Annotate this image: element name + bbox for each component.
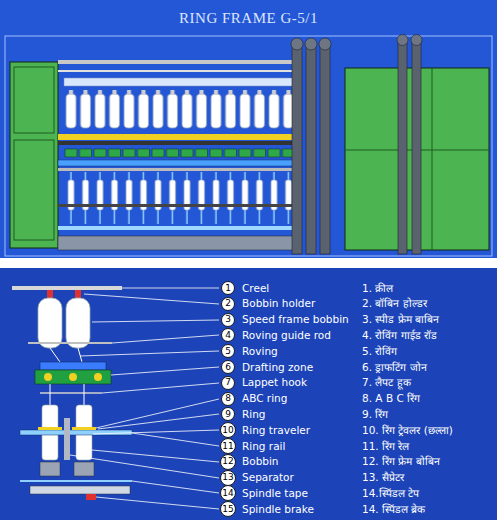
callout-number: 3	[225, 315, 231, 324]
part-name: Ring rail	[242, 440, 285, 453]
part-name-hindi: 9. रिंग	[362, 408, 388, 421]
circle-shape	[221, 439, 236, 454]
frame-outline	[5, 36, 492, 256]
part-name: Roving guide rod	[242, 329, 331, 342]
callout-circle: 3	[221, 313, 235, 327]
part-name-hindi: 14. स्पिंडल ब्रेक	[362, 503, 425, 516]
circle-shape	[221, 486, 236, 501]
part-name: Creel	[242, 282, 269, 295]
callout-circle: 9	[221, 407, 235, 421]
part-name-hindi: 13. सैप्रेटर	[362, 471, 404, 484]
part-name: Separator	[242, 471, 294, 484]
callout-number: 8	[225, 394, 231, 403]
callout-circle: 1	[221, 281, 235, 295]
circle-shape	[222, 297, 235, 310]
callout-circle: 2	[221, 297, 235, 311]
part-name: Speed frame bobbin	[242, 313, 349, 326]
circle-shape	[222, 282, 235, 295]
spinning-position-drawing	[12, 286, 132, 500]
part-name-hindi: 6. ड्राफटिंग जोन	[362, 361, 427, 374]
part-name: Ring	[242, 408, 266, 421]
callout-circle: 13	[220, 470, 236, 486]
callout-number: 12	[222, 457, 233, 466]
part-name-hindi: 14.स्पिंडल टेप	[362, 487, 419, 500]
callout-circle: 15	[220, 501, 236, 517]
part-name: Roving	[242, 345, 278, 358]
callout-number: 1	[225, 284, 231, 293]
machine-drawing	[10, 35, 489, 255]
callout-circle: 10	[220, 422, 236, 438]
callout-number: 10	[222, 426, 233, 435]
part-name-hindi: 11. रिंग रेल	[362, 440, 409, 453]
part-name: Bobbin holder	[242, 297, 315, 310]
callout-circle: 14	[220, 485, 236, 501]
callout-number: 2	[225, 299, 231, 308]
top-panel	[0, 0, 497, 258]
callout-circle: 12	[220, 454, 236, 470]
circle-shape	[222, 313, 235, 326]
callout-number: 5	[225, 347, 231, 356]
part-name-hindi: 10. रिंग ट्रेवलर (छल्ला)	[362, 424, 453, 437]
callout-number: 9	[225, 410, 231, 419]
bottom-panel	[0, 268, 497, 520]
callout-circle: 7	[221, 376, 235, 390]
part-name-hindi: 7. लैपट हूक	[362, 376, 411, 389]
callout-circle: 4	[221, 328, 235, 342]
callout-number: 7	[225, 378, 231, 387]
callout-number: 14	[222, 489, 233, 498]
callout-number: 15	[222, 505, 233, 514]
part-name: ABC ring	[242, 392, 287, 405]
callout-number: 4	[225, 331, 231, 340]
part-name: Lappet hook	[242, 376, 307, 389]
callout-number: 11	[222, 442, 233, 451]
part-name: Drafting zone	[242, 361, 313, 374]
circle-shape	[222, 329, 235, 342]
part-name-hindi: 1. क्रील	[362, 282, 393, 295]
part-name-hindi: 12. रिंग फ्रेम बोबिन	[362, 455, 440, 468]
circle-shape	[222, 345, 235, 358]
callout-circle: 8	[221, 392, 235, 406]
callout-number: 13	[222, 473, 233, 482]
leader-lines	[70, 288, 219, 509]
circle-shape	[221, 502, 236, 517]
part-name: Spindle brake	[242, 503, 314, 516]
callout-number: 6	[225, 363, 231, 372]
part-name: Bobbin	[242, 455, 279, 468]
circle-shape	[222, 408, 235, 421]
callout-circle: 5	[221, 344, 235, 358]
title: RING FRAME G-5/1	[179, 9, 318, 27]
part-name: Spindle tape	[242, 487, 308, 500]
part-name-hindi: 5. रोविंग	[362, 345, 397, 358]
part-name: Ring traveler	[242, 424, 310, 437]
circle-shape	[221, 470, 236, 485]
callout-circle: 11	[220, 438, 236, 454]
circle-shape	[221, 454, 236, 469]
circle-shape	[222, 376, 235, 389]
circle-shape	[222, 392, 235, 405]
part-name-hindi: 3. स्पीड फ्रेम बाबिन	[362, 313, 439, 326]
part-name-hindi: 2. बॉबिन होल्डर	[362, 297, 427, 310]
callout-circle: 6	[221, 360, 235, 374]
circle-shape	[222, 361, 235, 374]
circle-shape	[221, 423, 236, 438]
part-name-hindi: 8. A B C रिंग	[362, 392, 420, 405]
part-name-hindi: 4. रोविंग गाईड रॉड	[362, 329, 437, 342]
